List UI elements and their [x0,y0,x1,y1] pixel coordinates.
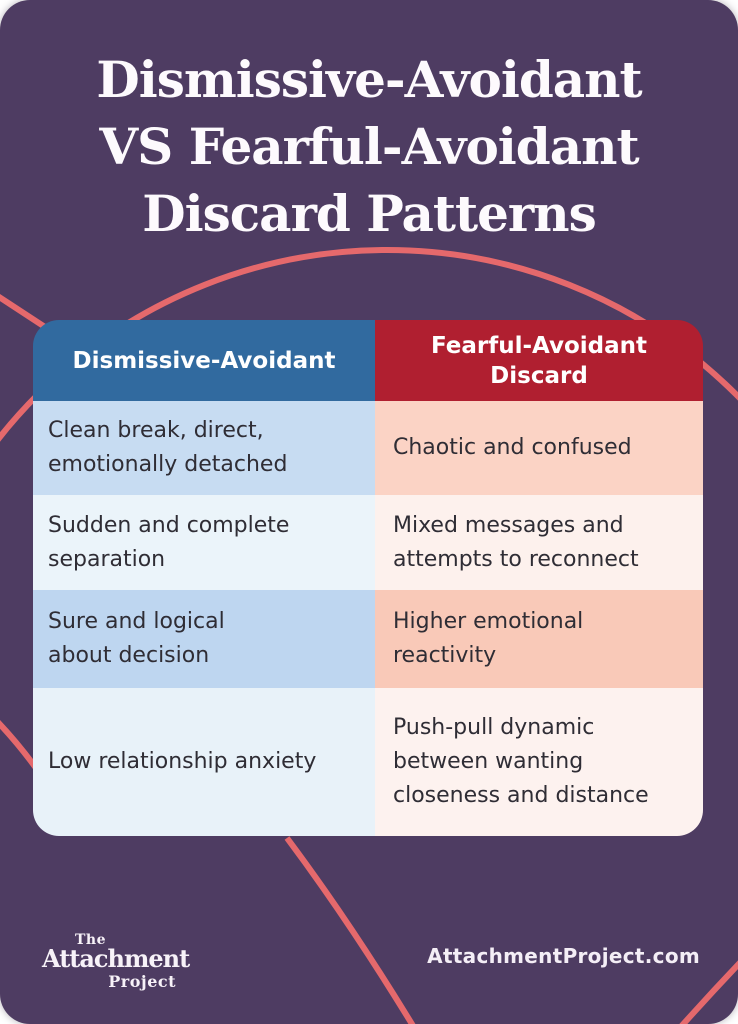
page-title: Dismissive-Avoidant VS Fearful-Avoidant … [96,50,642,243]
table-cell-row3-left: Sure and logical about decision [33,590,375,688]
logo-word-the: The [75,932,107,948]
table-cell-row2-right: Mixed messages and attempts to reconnect [375,495,703,590]
logo-word-project: Project [108,972,176,991]
table-cell-row4-left: Low relationship anxiety [33,688,375,836]
website-url: AttachmentProject.com [427,944,700,968]
table-cell-row2-left: Sudden and complete separation [33,495,375,590]
table-cell-row3-right: Higher emotional reactivity [375,590,703,688]
decorative-line-top-left [0,293,50,332]
table-cell-row1-right: Chaotic and confused [375,401,703,495]
decorative-line-bottom-center [284,836,416,1024]
decorative-line-bottom-right [679,960,738,1024]
table-header-fearful-avoidant-discard: Fearful-Avoidant Discard [375,320,703,401]
table-header-dismissive-avoidant: Dismissive-Avoidant [33,320,375,401]
attachment-project-logo: The Attachment Project [42,932,190,991]
table-cell-row4-right: Push-pull dynamic between wanting closen… [375,688,703,836]
comparison-table: Dismissive-Avoidant Fearful-Avoidant Dis… [33,320,703,836]
decorative-circle [0,247,738,442]
logo-word-attachment: Attachment [42,944,190,973]
table-cell-row1-left: Clean break, direct, emotionally detache… [33,401,375,495]
